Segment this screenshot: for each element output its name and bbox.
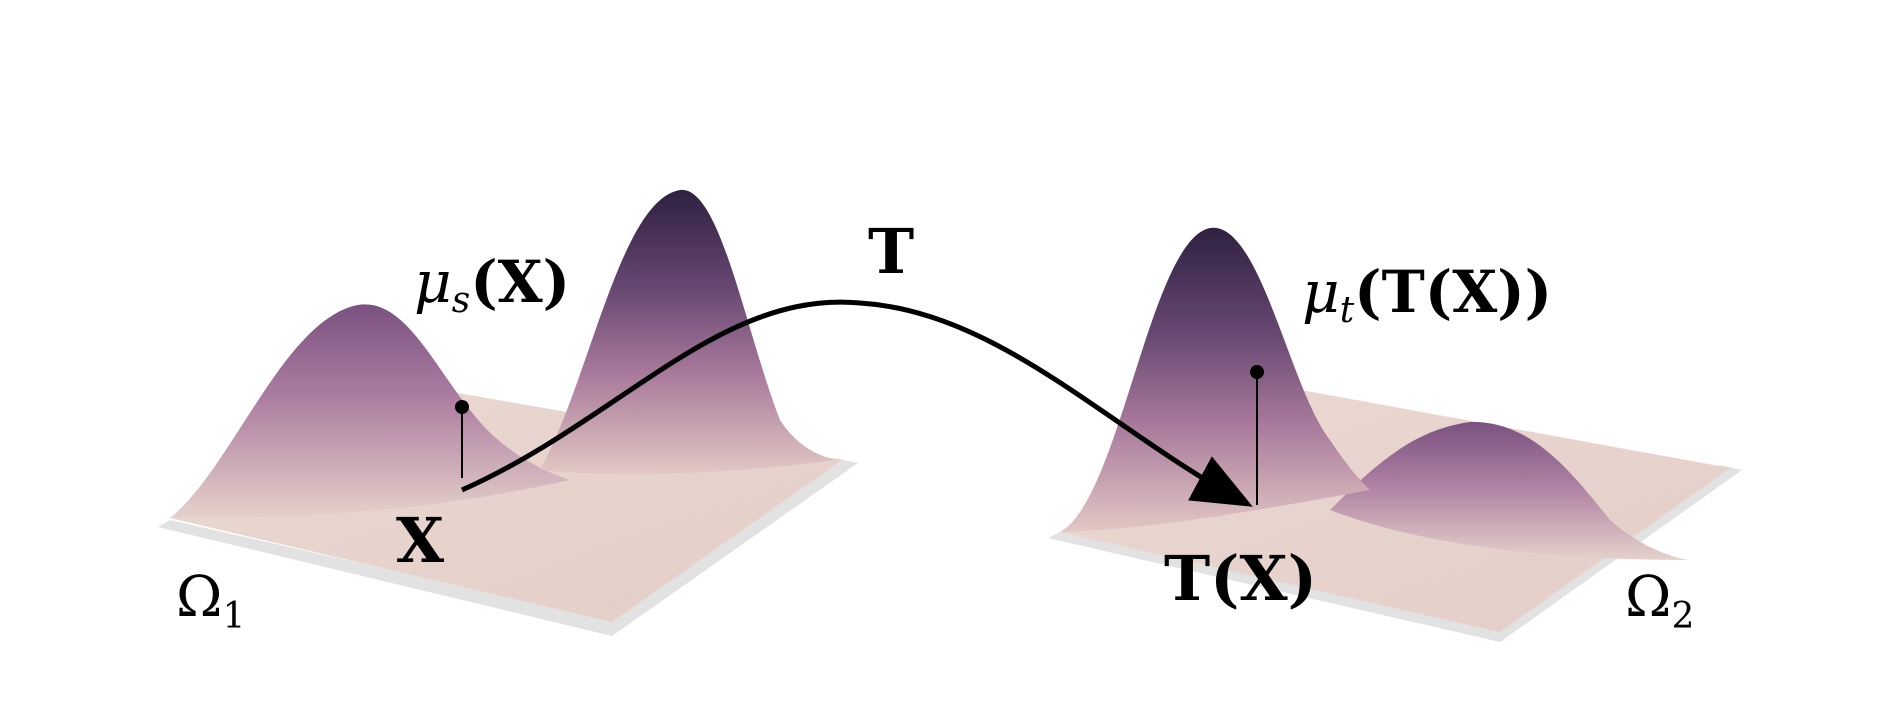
mu-t-label: μt(T(X)) [1302,258,1552,331]
target-tall-peak [1060,227,1370,532]
mu-s-label: μs(X) [414,248,570,321]
x-point-label: X [396,504,445,577]
source-tall-peak [540,189,835,475]
target-surface [1048,227,1742,642]
source-small-peak [170,304,570,519]
omega2-label: Ω2 [1625,565,1694,637]
map-t-label: T [868,215,914,288]
transport-map-arrow [460,299,1253,507]
target-small-peak [1330,421,1690,560]
target-point-marker [1250,365,1264,505]
tx-point-label: T(X) [1164,542,1317,615]
omega1-label: Ω1 [176,565,245,637]
source-point-marker [455,400,469,478]
